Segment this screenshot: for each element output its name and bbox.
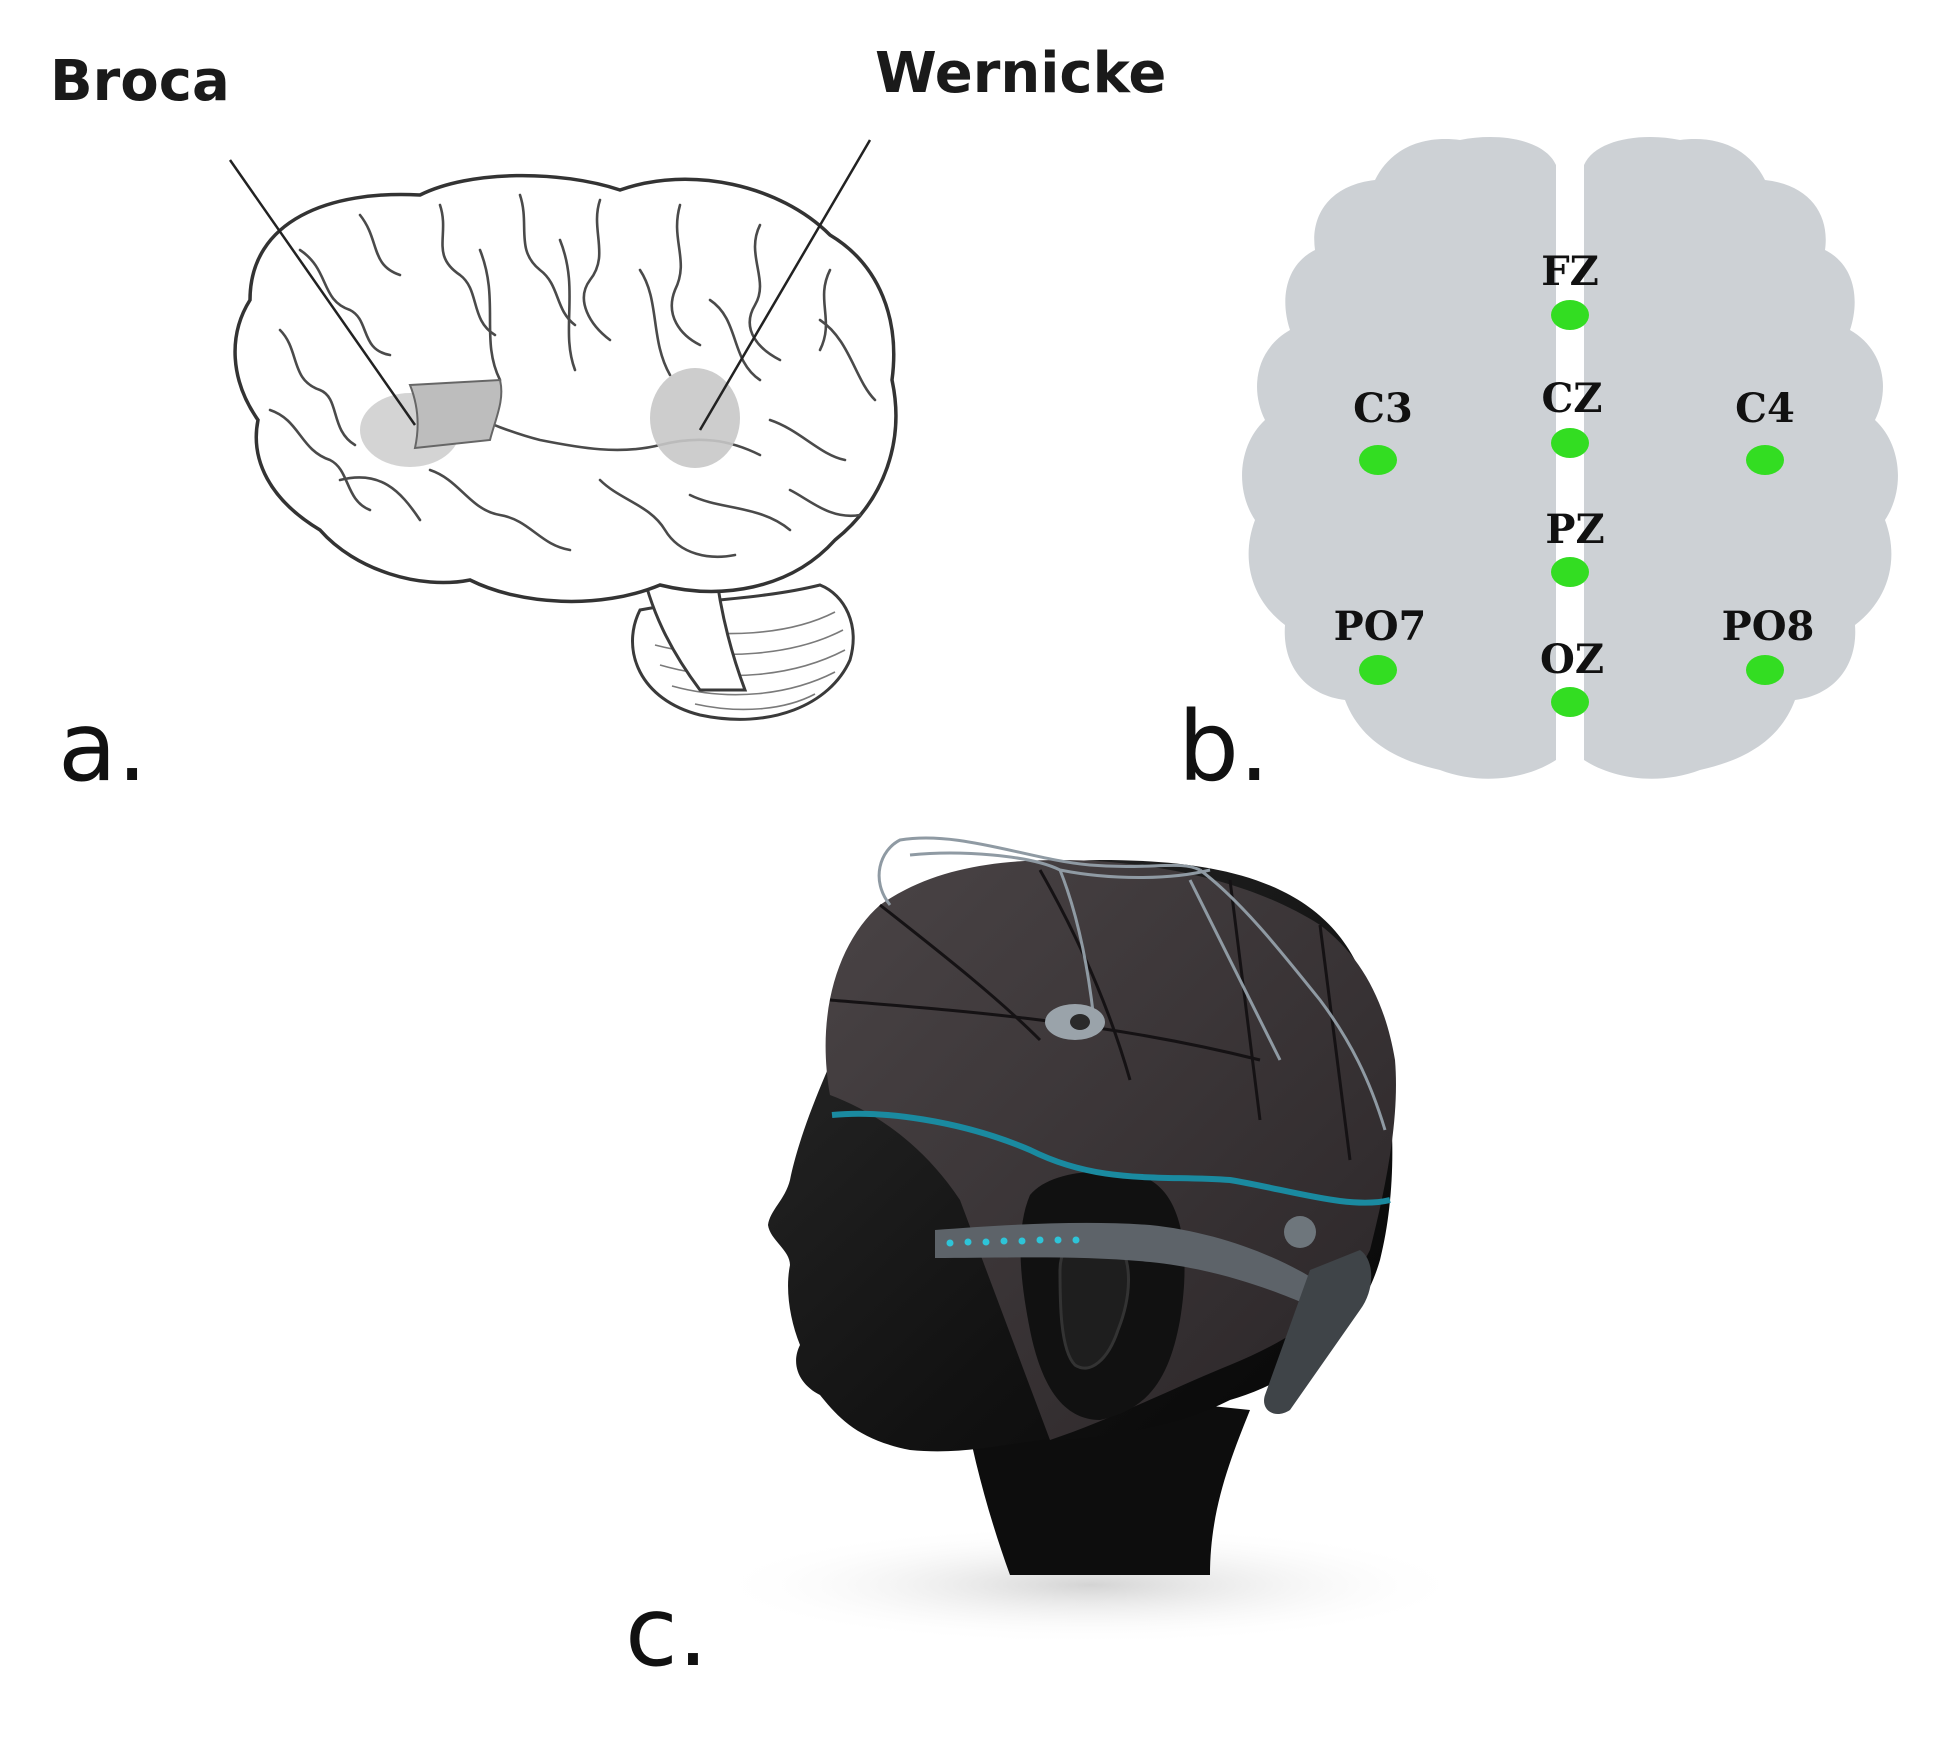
electrode-oz: OZ bbox=[1540, 636, 1604, 717]
led bbox=[1000, 1237, 1008, 1245]
electrode-label: PZ bbox=[1545, 506, 1604, 553]
panel-c: c. bbox=[625, 836, 1470, 1688]
amplifier-arm bbox=[935, 1222, 1340, 1320]
electrode-dot bbox=[1359, 445, 1397, 475]
wernicke-area bbox=[650, 368, 740, 468]
cap-teal-band bbox=[831, 1110, 1391, 1206]
brain-illustration bbox=[228, 139, 898, 721]
electrode-label: FZ bbox=[1541, 248, 1599, 295]
floor-shadow bbox=[710, 1525, 1470, 1645]
electrode-fz: FZ bbox=[1541, 248, 1599, 330]
led bbox=[1054, 1236, 1062, 1244]
electrode-dot bbox=[1551, 557, 1589, 587]
led bbox=[1072, 1236, 1080, 1244]
rear-electrode-clip bbox=[1284, 1216, 1316, 1248]
electrode-label: C4 bbox=[1735, 385, 1795, 432]
broca-leader-line bbox=[228, 159, 417, 426]
led bbox=[1036, 1236, 1044, 1244]
amplifier-box bbox=[1264, 1250, 1372, 1415]
cap-seams bbox=[829, 869, 1352, 1161]
panel-a-letter: a. bbox=[58, 691, 147, 803]
panel-a: Broca Wernicke a. bbox=[50, 41, 1166, 803]
electrode-label: C3 bbox=[1353, 385, 1413, 432]
cap-electrode-clip-hole bbox=[1070, 1014, 1090, 1030]
electrode-dot bbox=[1746, 445, 1784, 475]
brain-gyri bbox=[268, 193, 877, 559]
led bbox=[964, 1238, 972, 1246]
electrode-po8: PO8 bbox=[1722, 603, 1815, 685]
panel-b: FZ C3 CZ C4 PZ PO7 OZ PO8 bbox=[1178, 137, 1898, 803]
electrode-label: OZ bbox=[1540, 636, 1604, 683]
electrode-dot bbox=[1551, 428, 1589, 458]
electrode-label: PO7 bbox=[1334, 603, 1427, 650]
cerebrum-outline bbox=[233, 173, 898, 604]
right-hemisphere bbox=[1584, 137, 1898, 779]
amplifier-leds bbox=[946, 1236, 1080, 1247]
panel-c-letter: c. bbox=[625, 1576, 708, 1688]
broca-label: Broca bbox=[50, 49, 230, 114]
electrode-dot bbox=[1359, 655, 1397, 685]
led bbox=[982, 1238, 990, 1246]
electrode-c4: C4 bbox=[1735, 385, 1795, 475]
electrode-pz: PZ bbox=[1545, 506, 1605, 587]
electrode-dot bbox=[1746, 655, 1784, 685]
panel-b-letter: b. bbox=[1178, 691, 1269, 803]
wernicke-leader-line bbox=[698, 139, 872, 431]
electrode-dot bbox=[1551, 300, 1589, 330]
electrode-cz: CZ bbox=[1541, 375, 1603, 458]
led bbox=[946, 1239, 954, 1247]
broca-area-patch bbox=[408, 378, 503, 450]
electrode-label: PO8 bbox=[1722, 603, 1815, 650]
electrode-label: CZ bbox=[1541, 375, 1602, 422]
left-hemisphere bbox=[1242, 137, 1556, 779]
electrode-po7: PO7 bbox=[1334, 603, 1427, 685]
electrode-dot bbox=[1551, 687, 1589, 717]
led bbox=[1018, 1237, 1026, 1245]
electrode-c3: C3 bbox=[1353, 385, 1413, 475]
wernicke-label: Wernicke bbox=[875, 41, 1166, 106]
